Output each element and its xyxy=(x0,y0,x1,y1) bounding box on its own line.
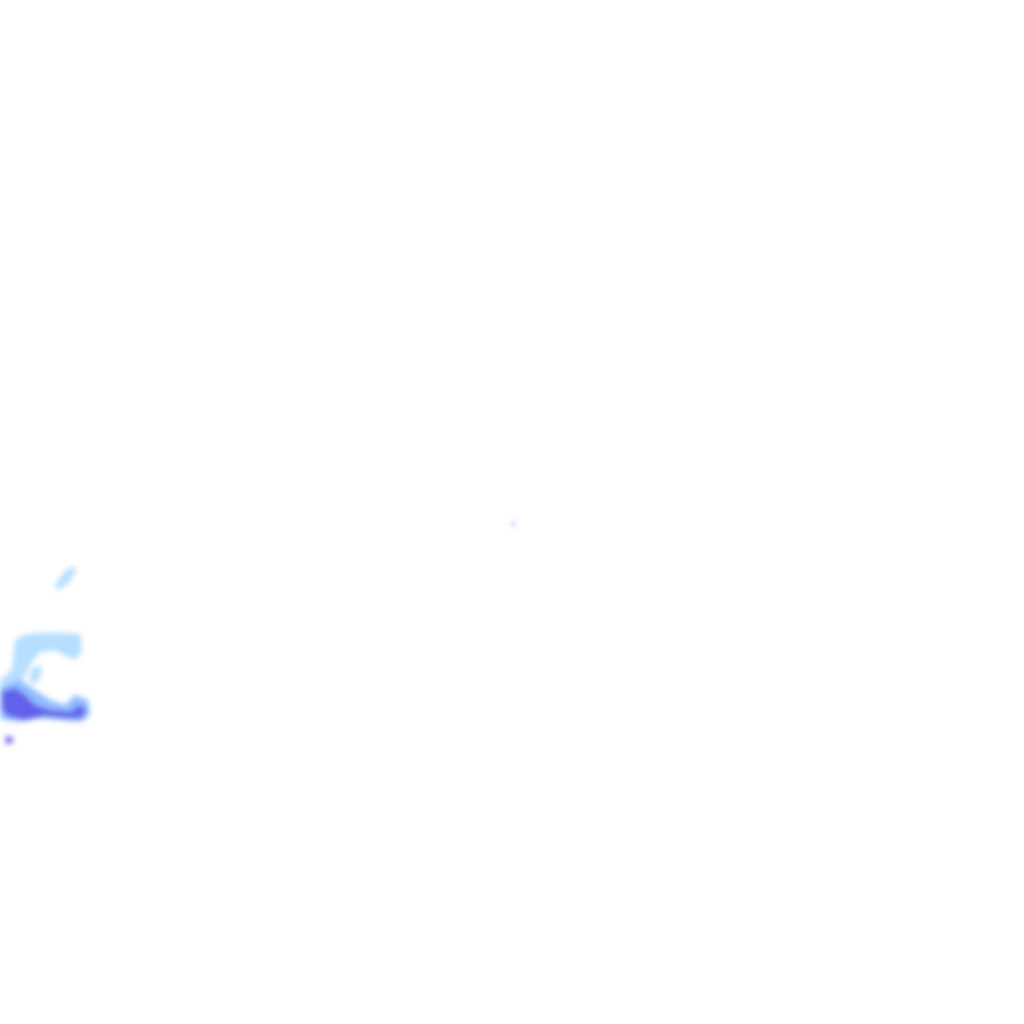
precip-cell-inner-light xyxy=(30,665,42,685)
precip-speck-center xyxy=(511,522,515,526)
precip-cell-small-south xyxy=(5,736,13,744)
precip-cell-heavy xyxy=(2,688,86,720)
precip-cell-light-north xyxy=(55,568,77,590)
